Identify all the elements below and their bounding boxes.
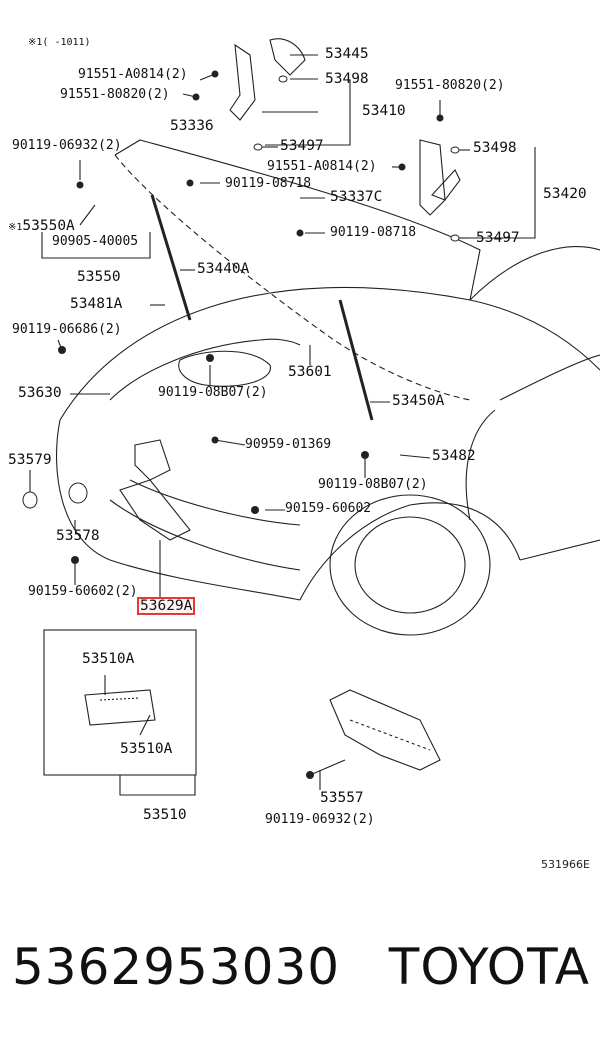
part-label-53481a[interactable]: 53481A [70, 296, 123, 312]
part-label-91551-a0814-right[interactable]: 91551-A0814(2) [267, 159, 377, 174]
part-label-91551-80820-left[interactable]: 91551-80820(2) [60, 87, 170, 102]
part-label-53510[interactable]: 53510 [143, 807, 187, 823]
part-label-90119-06686[interactable]: 90119-06686(2) [12, 322, 122, 337]
applicability-note: ※1( -1011) [28, 37, 91, 48]
part-label-53497-right[interactable]: 53497 [476, 230, 520, 246]
part-label-53440a[interactable]: 53440A [197, 261, 250, 277]
part-label-53498-right[interactable]: 53498 [473, 140, 517, 156]
part-label-90119-08718-top[interactable]: 90119-08718 [225, 176, 312, 191]
part-label-90119-06932-top[interactable]: 90119-06932(2) [12, 138, 122, 153]
brand-name: TOYOTA [388, 938, 590, 996]
part-label-53336[interactable]: 53336 [170, 118, 214, 134]
part-label-53557[interactable]: 53557 [320, 790, 364, 806]
part-label-53550a[interactable]: ※153550A [8, 218, 75, 234]
part-label-53629a-highlighted[interactable]: 53629A [137, 597, 196, 615]
part-label-53578[interactable]: 53578 [56, 528, 100, 544]
part-label-53630[interactable]: 53630 [18, 385, 62, 401]
part-label-91551-80820-right[interactable]: 91551-80820(2) [395, 78, 505, 93]
part-label-53550a-text: 53550A [22, 218, 75, 234]
part-label-53510a-top[interactable]: 53510A [82, 651, 135, 667]
part-label-90959-01369[interactable]: 90959-01369 [245, 437, 332, 452]
part-label-53450a[interactable]: 53450A [392, 393, 445, 409]
part-label-90159-60602-left[interactable]: 90159-60602(2) [28, 584, 138, 599]
part-label-90119-08b07-left[interactable]: 90119-08B07(2) [158, 385, 268, 400]
product-footer: 5362953030 TOYOTA [12, 938, 590, 1008]
part-label-90119-06932-bottom[interactable]: 90119-06932(2) [265, 812, 375, 827]
part-label-53337c[interactable]: 53337C [330, 189, 383, 205]
part-label-53510a-bottom[interactable]: 53510A [120, 741, 173, 757]
part-label-53550[interactable]: 53550 [77, 269, 121, 285]
part-label-90159-60602-right[interactable]: 90159-60602 [285, 501, 372, 516]
part-label-53498-top[interactable]: 53498 [325, 71, 369, 87]
part-label-90905-40005[interactable]: 90905-40005 [52, 234, 139, 249]
part-label-90119-08b07-right[interactable]: 90119-08B07(2) [318, 477, 428, 492]
part-label-53445[interactable]: 53445 [325, 46, 369, 62]
part-label-53410[interactable]: 53410 [362, 103, 406, 119]
part-label-53601[interactable]: 53601 [288, 364, 332, 380]
part-label-53420[interactable]: 53420 [543, 186, 587, 202]
part-label-53482[interactable]: 53482 [432, 448, 476, 464]
part-label-53497-top[interactable]: 53497 [280, 138, 324, 154]
diagram-code: 531966E [541, 858, 590, 871]
part-label-53579[interactable]: 53579 [8, 452, 52, 468]
parts-diagram [22, 38, 600, 796]
part-label-90119-08718-bottom[interactable]: 90119-08718 [330, 225, 417, 240]
part-number: 5362953030 [12, 938, 341, 996]
part-label-91551-a0814-top[interactable]: 91551-A0814(2) [78, 67, 188, 82]
